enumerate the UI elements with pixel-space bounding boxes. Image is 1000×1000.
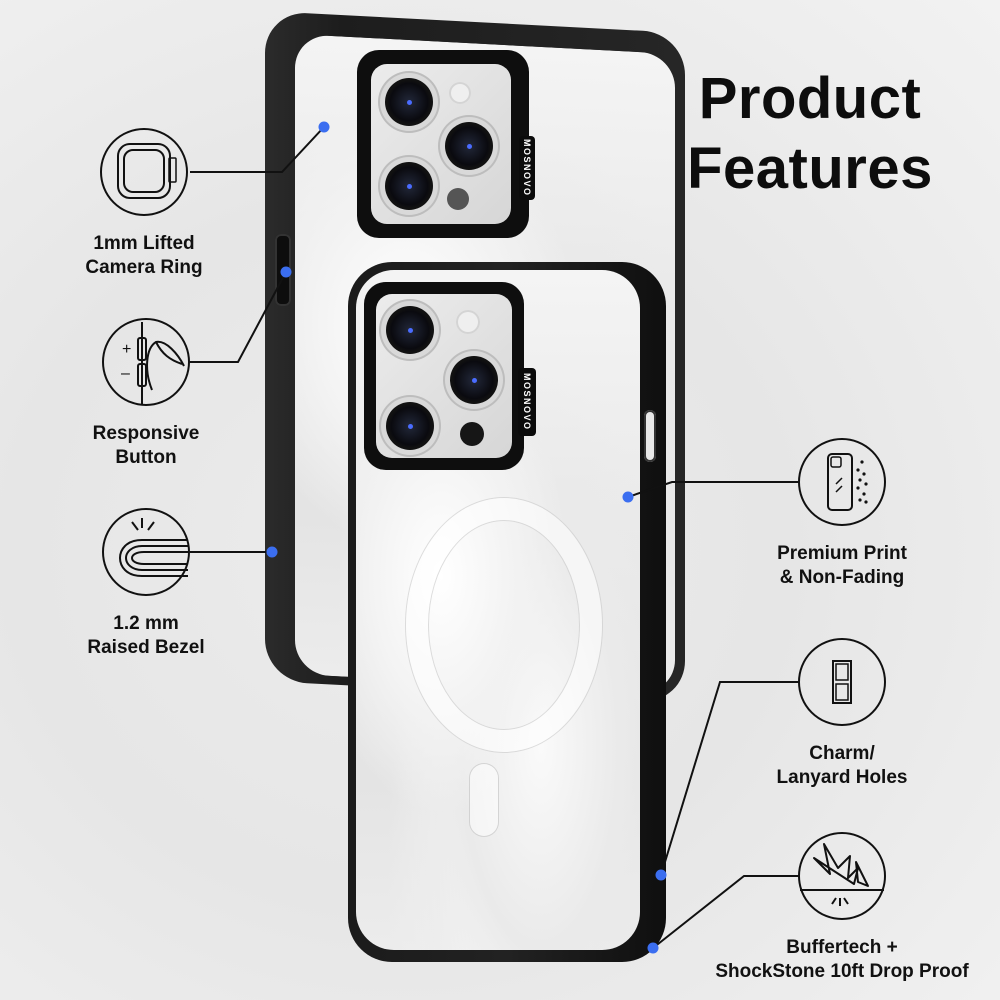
raised-bezel-icon (102, 508, 190, 596)
responsive-button-icon: + – (102, 318, 190, 406)
feature-label: Buffertech + ShockStone 10ft Drop Proof (715, 937, 969, 982)
feature-drop-proof: Buffertech + ShockStone 10ft Drop Proof (692, 832, 992, 984)
premium-print-icon (798, 438, 886, 526)
lanyard-holes-icon (798, 638, 886, 726)
callout-dot (647, 942, 659, 954)
camera-lens (450, 356, 498, 404)
svg-text:–: – (121, 365, 130, 382)
feature-lanyard-holes: Charm/ Lanyard Holes (762, 638, 922, 790)
callout-dot (622, 491, 634, 503)
camera-lens (385, 162, 433, 210)
brand-tab: MOSNOVO (518, 368, 536, 436)
feature-raised-bezel: 1.2 mm Raised Bezel (66, 508, 226, 660)
brand-tab: MOSNOVO (519, 136, 535, 200)
drop-proof-icon (798, 832, 886, 920)
page-title: Product Features (660, 64, 960, 204)
camera-plate (376, 294, 512, 458)
title-line-1: Product (698, 66, 922, 131)
svg-text:+: + (122, 341, 131, 358)
feature-label: Charm/ Lanyard Holes (776, 743, 908, 788)
camera-plate (371, 64, 511, 224)
callout-dot (280, 266, 292, 278)
callout-dot (655, 869, 667, 881)
feature-camera-ring: 1mm Lifted Camera Ring (64, 128, 224, 280)
phone-case-back-view: MOSNOVO (265, 10, 685, 704)
magsafe-ring (406, 498, 602, 752)
camera-lens (385, 78, 433, 126)
camera-lens (386, 402, 434, 450)
feature-label: 1.2 mm Raised Bezel (87, 613, 205, 658)
side-button (644, 410, 656, 462)
camera-lens (386, 306, 434, 354)
magsafe-alignment-strip (470, 764, 498, 836)
lidar-sensor (460, 422, 484, 446)
feature-premium-print: Premium Print & Non-Fading (762, 438, 922, 590)
camera-flash (449, 82, 471, 104)
camera-ring: MOSNOVO (364, 282, 536, 470)
phone-case-front-view: MOSNOVO (348, 262, 666, 962)
feature-label: Premium Print & Non-Fading (777, 543, 907, 588)
camera-lens (445, 122, 493, 170)
camera-flash (456, 310, 480, 334)
feature-responsive-button: + – Responsive Button (56, 318, 236, 470)
title-line-2: Features (687, 136, 933, 201)
camera-ring: MOSNOVO (357, 50, 535, 238)
lidar-sensor (447, 188, 469, 210)
feature-label: Responsive Button (92, 423, 200, 468)
callout-dot (318, 121, 330, 133)
camera-ring-icon (100, 128, 188, 216)
feature-label: 1mm Lifted Camera Ring (85, 233, 203, 278)
callout-dot (266, 546, 278, 558)
